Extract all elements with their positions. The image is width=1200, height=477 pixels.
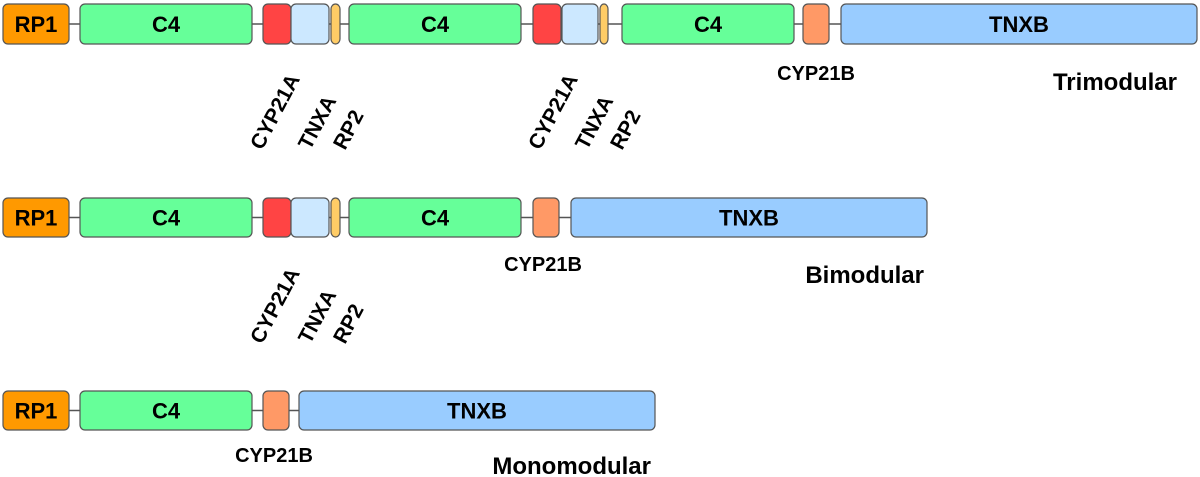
gene-block-tnxb [298,390,656,431]
gene-label-tnxb: TNXB [989,12,1049,37]
gene-block-tnxa [290,3,330,45]
gene-block-c4 [348,197,522,238]
below-label-cyp21b: CYP21B [504,254,582,276]
gene-label-tnxb: TNXB [719,206,779,231]
gene-block-rp1 [2,390,70,431]
gene-block-rp2 [330,3,341,45]
below-label-cyp21b: CYP21B [235,445,313,467]
gene-block-rp2 [599,3,609,45]
gene-label-c4: C4 [421,206,450,231]
gene-block-cyp21b [262,390,290,431]
gene-block-tnxb [570,197,928,238]
gene-block-cyp21a [532,3,562,45]
gene-block-cyp21b [532,197,560,238]
gene-block-c4 [621,3,795,45]
gene-block-cyp21b [802,3,830,45]
gene-block-c4 [348,3,522,45]
gene-block-rp2 [330,197,341,238]
gene-label-c4: C4 [152,12,181,37]
gene-block-rp1 [2,3,70,45]
gene-label-c4: C4 [421,12,450,37]
gene-block-tnxa [561,3,599,45]
gene-block-cyp21a [262,3,292,45]
gene-label-c4: C4 [152,399,181,424]
gene-label-rp1: RP1 [15,399,58,424]
row-title: Monomodular [492,453,651,477]
below-label-cyp21b: CYP21B [777,63,855,85]
gene-label-rp1: RP1 [15,12,58,37]
gene-block-rp1 [2,197,70,238]
gene-label-rp1: RP1 [15,206,58,231]
gene-block-cyp21a [262,197,292,238]
gene-block-c4 [79,390,253,431]
row-title: Trimodular [1053,69,1177,96]
gene-block-c4 [79,3,253,45]
row-monomodular: RP1 C4 TNXB CYP21B Monomodular [2,390,656,477]
gene-label-c4: C4 [694,12,723,37]
gene-block-c4 [79,197,253,238]
gene-label-c4: C4 [152,206,181,231]
gene-block-tnxb [840,3,1198,45]
gene-block-tnxa [290,197,330,238]
row-title: Bimodular [805,262,924,289]
gene-label-tnxb: TNXB [447,399,507,424]
